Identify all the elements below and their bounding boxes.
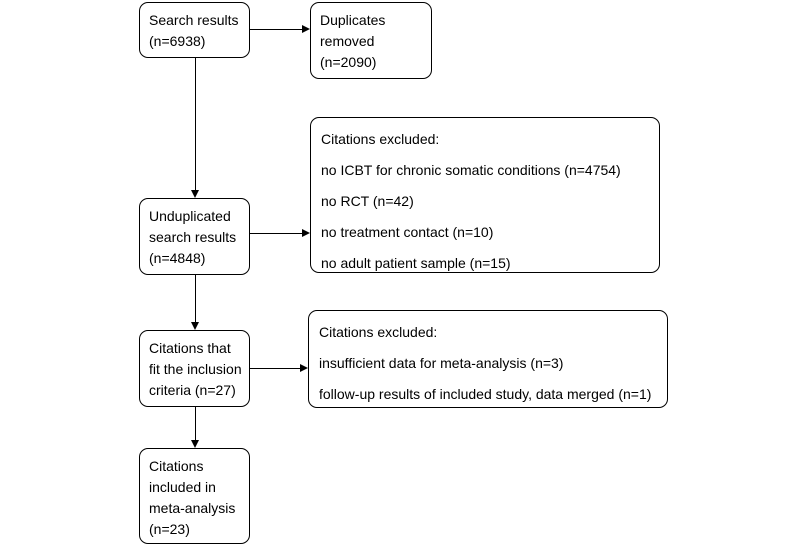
node-search-results-line-1: Search results [149,12,239,28]
node-excluded-fulltext-line-3: follow-up results of included study, dat… [319,386,652,402]
node-excluded-fulltext-line-1: Citations excluded: [319,324,438,340]
node-excluded-screening-line-2: no ICBT for chronic somatic conditions (… [321,162,621,178]
node-fit-inclusion-line-3: criteria (n=27) [149,382,236,398]
node-included-line-1: Citations [149,458,204,474]
node-duplicates-removed-line-2: removed [320,33,375,49]
connector-unduplicated-to-excluded-screening [250,233,303,234]
arrowhead-right-icon [302,229,310,237]
node-included-line-2: included in [149,479,216,495]
connector-search-results-to-unduplicated [195,58,196,192]
arrowhead-right-icon [300,364,308,372]
node-unduplicated-line-3: (n=4848) [149,250,206,266]
connector-search-results-to-duplicates-removed [250,29,303,30]
node-fit-inclusion-line-1: Citations that [149,340,231,356]
node-included-line-3: meta-analysis [149,500,236,516]
arrowhead-right-icon [302,25,310,33]
node-unduplicated-line-1: Unduplicated [149,208,231,224]
node-excluded-screening-line-5: no adult patient sample (n=15) [321,255,511,271]
connector-fit-inclusion-to-included [195,407,196,440]
node-duplicates-removed: Duplicates removed (n=2090) [310,2,432,79]
node-search-results-line-2: (n=6938) [149,33,206,49]
node-excluded-fulltext-line-2: insufficient data for meta-analysis (n=3… [319,355,564,371]
node-excluded-screening-line-1: Citations excluded: [321,131,440,147]
arrowhead-down-icon [191,190,199,198]
node-citations-fit-inclusion-criteria: Citations that fit the inclusion criteri… [139,330,250,407]
node-excluded-screening-line-3: no RCT (n=42) [321,193,414,209]
arrowhead-down-icon [191,322,199,330]
node-excluded-screening-line-4: no treatment contact (n=10) [321,224,494,240]
node-duplicates-removed-line-1: Duplicates [320,12,386,28]
node-unduplicated-search-results: Unduplicated search results (n=4848) [139,198,250,275]
node-duplicates-removed-line-3: (n=2090) [320,54,377,70]
arrowhead-down-icon [191,440,199,448]
node-citations-included-meta-analysis: Citations included in meta-analysis (n=2… [139,448,250,544]
node-citations-excluded-fulltext: Citations excluded: insufficient data fo… [308,310,668,408]
node-citations-excluded-screening: Citations excluded: no ICBT for chronic … [310,117,660,273]
connector-unduplicated-to-fit-inclusion [195,275,196,322]
node-fit-inclusion-line-2: fit the inclusion [149,361,242,377]
node-included-line-4: (n=23) [149,521,190,537]
node-search-results: Search results (n=6938) [139,2,250,58]
connector-fit-inclusion-to-excluded-fulltext [250,368,301,369]
node-unduplicated-line-2: search results [149,229,237,245]
